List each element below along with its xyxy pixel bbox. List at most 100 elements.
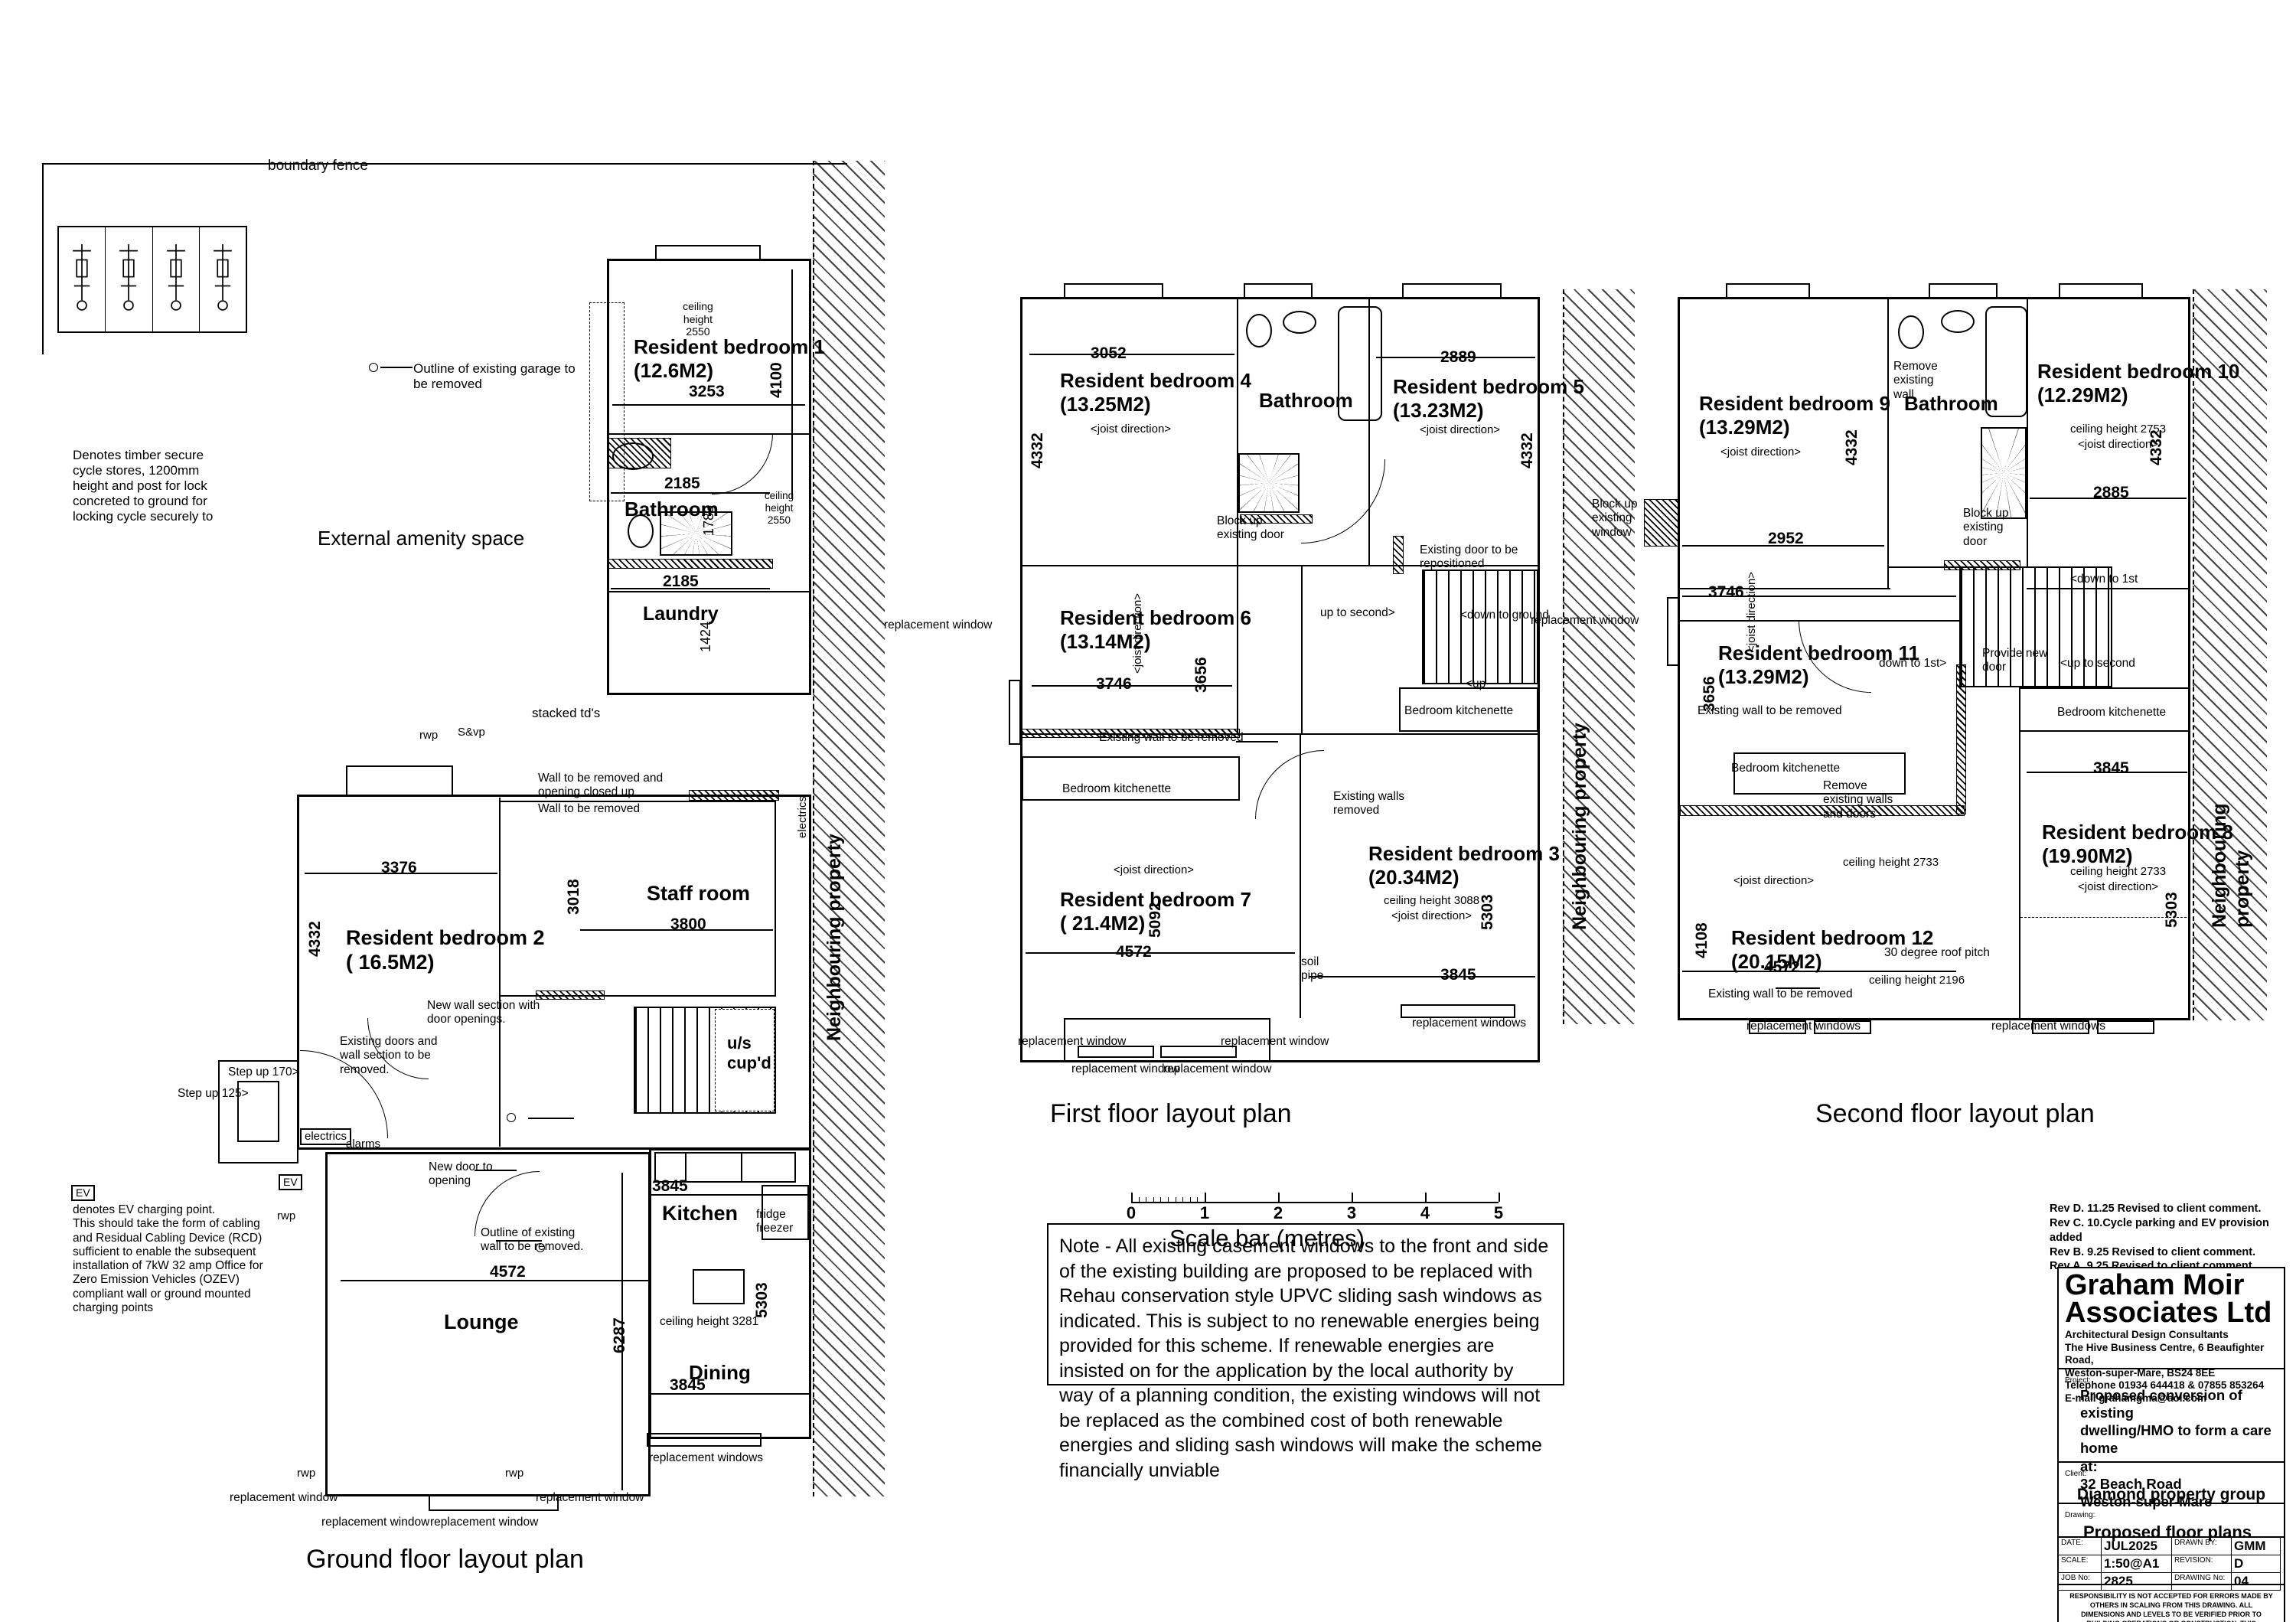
- plan-label: Existing doors and wall section to be re…: [340, 1035, 438, 1076]
- drawing-element: [685, 1152, 687, 1183]
- staircase: [1422, 569, 1538, 684]
- dimension-line: [528, 1118, 574, 1119]
- project-label: Project:: [2065, 1376, 2091, 1385]
- drawing-element: [1237, 299, 1238, 566]
- dimension-line: [1236, 741, 1278, 742]
- plan-label: Laundry: [643, 603, 719, 625]
- dimension-line: [651, 1194, 810, 1196]
- window: [1078, 1046, 1154, 1058]
- plan-label: 5092: [1146, 902, 1164, 938]
- plan-label: up to second>: [1320, 606, 1395, 619]
- bay-window: [1402, 283, 1502, 299]
- plan-label: Block up existing door: [1963, 507, 2009, 548]
- bay-window: [655, 245, 761, 260]
- dimension-line: [1032, 685, 1232, 687]
- dimension-line: [341, 1280, 651, 1281]
- plan-label: soil pipe: [1301, 955, 1324, 983]
- plan-label: <down to ground: [1460, 609, 1549, 622]
- plan-label: denotes EV charging point. This should t…: [73, 1203, 263, 1314]
- plan-label: ceiling height 2753: [2070, 423, 2167, 436]
- shower: [1238, 453, 1300, 513]
- plan-label: rwp: [297, 1467, 316, 1480]
- dimension-line: [1682, 596, 1956, 597]
- revision-value: D: [2232, 1555, 2281, 1573]
- drawn-by-label: DRAWN BY:: [2172, 1538, 2232, 1555]
- disclaimer-section: RESPONSIBILITY IS NOT ACCEPTED FOR ERROR…: [2059, 1585, 2284, 1622]
- removed-wall-hatch: [1680, 805, 1965, 816]
- staff-room-walls: [499, 801, 776, 997]
- plan-label: replacement window: [536, 1491, 644, 1504]
- neighbouring-property-hatch: [813, 161, 885, 1496]
- scale-minor-tick: [1168, 1197, 1169, 1202]
- scale-tick: [1205, 1193, 1206, 1202]
- drawing-element: [2027, 299, 2028, 566]
- scale-label: SCALE:: [2059, 1555, 2102, 1573]
- plan-label: replacement windows: [1412, 1017, 1527, 1030]
- drawing-element: [123, 300, 135, 311]
- plan-label: 5303: [2163, 892, 2180, 928]
- plan-label: Provide new door: [1982, 647, 2048, 674]
- revision-item: Rev B. 9.25 Revised to client comment.: [2050, 1245, 2256, 1258]
- plan-label: electrics: [300, 1128, 352, 1145]
- plan-label: replacement window: [230, 1491, 338, 1504]
- project-text: Proposed conversion of existing dwelling…: [2080, 1387, 2272, 1509]
- kitchenette-unit: [1399, 687, 1538, 732]
- plan-label: 6287: [611, 1317, 628, 1353]
- drawing-no-label: DRAWING No:: [2172, 1573, 2232, 1591]
- plan-label: ceiling height 2550: [683, 300, 713, 338]
- basin: [1941, 310, 1975, 333]
- plan-label: Resident bedroom 4 (13.25M2): [1060, 369, 1251, 416]
- date-value: JUL2025: [2102, 1538, 2172, 1555]
- neighbouring-property-hatch: [1563, 289, 1635, 1024]
- scale-number: 2: [1273, 1203, 1283, 1222]
- dimension-line: [475, 1170, 517, 1171]
- plan-label: ceiling height 2733: [1843, 856, 1939, 869]
- window: [1929, 283, 1998, 299]
- plan-label: 5303: [1479, 894, 1496, 930]
- plan-label: <up to second: [2060, 657, 2135, 670]
- leader-circle: [536, 1243, 545, 1252]
- plan-label: 3052: [1091, 344, 1127, 362]
- scale-value: 1:50@A1: [2102, 1555, 2172, 1573]
- client-section: Client: Diamond property group: [2059, 1463, 2284, 1504]
- plan-label: <joist direction>: [1745, 571, 1758, 652]
- entrance-porch: [218, 1060, 298, 1163]
- drawing-element: [170, 300, 181, 311]
- plan-label: External amenity space: [318, 527, 525, 550]
- bicycle-icon: [213, 244, 232, 311]
- dimension-line: [2030, 498, 2187, 499]
- revision-item: Rev C. 10.Cycle parking and EV provision…: [2050, 1216, 2269, 1244]
- bay-window: [346, 765, 453, 796]
- plan-label: 4332: [1518, 432, 1536, 468]
- wc: [628, 514, 654, 548]
- dimension-line: [380, 367, 413, 368]
- dimension-line: [1309, 976, 1535, 977]
- window: [1160, 1046, 1237, 1058]
- cycle-bay: [153, 227, 200, 331]
- drawing-element: [217, 259, 229, 278]
- drawing-element: [1237, 565, 1238, 735]
- job-no-value: 2825: [2102, 1573, 2172, 1591]
- revision-item: Rev D. 11.25 Revised to client comment.: [2050, 1203, 2262, 1215]
- plan-label: 3253: [689, 383, 725, 400]
- dimension-line: [651, 1393, 810, 1395]
- dimension-line: [611, 588, 770, 589]
- plan-label: 4572: [1764, 958, 1800, 976]
- plan-label: ceiling height 3281: [660, 1315, 759, 1328]
- roof-pitch-line: [2020, 917, 2190, 918]
- plan-label: u/s cup'd: [727, 1033, 771, 1072]
- bicycle-icon: [166, 244, 185, 311]
- plan-label: <joist direction>: [2078, 880, 2159, 893]
- plan-label: Denotes timber secure cycle stores, 1200…: [73, 448, 214, 524]
- cycle-bay: [59, 227, 106, 331]
- shower: [660, 511, 732, 556]
- plan-label: 3845: [2093, 759, 2129, 777]
- ground-floor-title: Ground floor layout plan: [306, 1545, 584, 1574]
- bicycle-icon: [73, 244, 92, 311]
- plan-label: Outline of existing wall to be removed.: [481, 1226, 584, 1254]
- plan-label: Bedroom kitchenette: [2057, 706, 2167, 719]
- bay-window: [429, 1494, 559, 1511]
- scale-minor-tick: [1197, 1197, 1199, 1202]
- company-name: Associates Ltd: [2065, 1297, 2272, 1330]
- plan-label: 4100: [768, 362, 785, 398]
